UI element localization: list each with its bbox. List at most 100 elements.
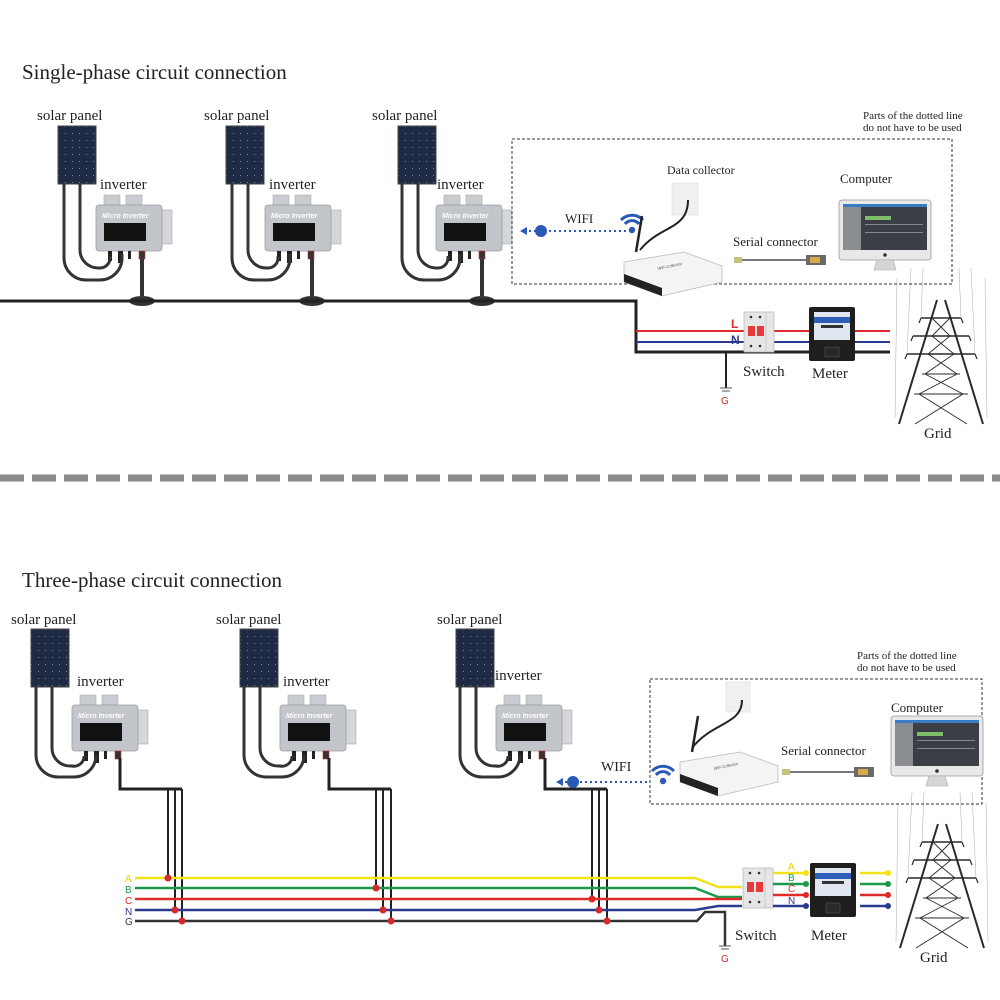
- meter-label: Meter: [811, 928, 847, 944]
- connection-dot: [588, 895, 596, 903]
- power-tower-icon: [894, 267, 988, 425]
- svg-text:Micro Inverter: Micro Inverter: [286, 713, 334, 720]
- inverter-label: inverter: [283, 674, 330, 690]
- solar-panel-label: solar panel: [216, 612, 281, 628]
- switch-label-A: A: [788, 862, 795, 873]
- optional-monitoring-box: [649, 678, 983, 805]
- switch-label-B: B: [788, 873, 795, 884]
- solar-panel-icon: [455, 628, 495, 688]
- bus-label-C: C: [125, 896, 132, 907]
- serial-connector-label: Serial connector: [781, 743, 866, 758]
- bus-label-A: A: [125, 874, 132, 885]
- connection-dot: [372, 884, 380, 892]
- solar-panel-label: solar panel: [37, 108, 102, 124]
- connection-dot: [164, 874, 172, 882]
- dotted-note-line2: do not have to be used: [857, 662, 956, 674]
- single-phase-title: Single-phase circuit connection: [22, 60, 287, 84]
- dotted-note-line2: do not have to be used: [863, 122, 962, 134]
- line-label-N: N: [731, 333, 740, 347]
- wall-socket-icon: [671, 182, 699, 216]
- computer-icon: [890, 715, 984, 787]
- solar-panel-label: solar panel: [437, 612, 502, 628]
- bus-line-B: [135, 886, 742, 899]
- connection-dot: [387, 917, 395, 925]
- grid-label: Grid: [920, 950, 948, 966]
- bus-line-A: [135, 876, 742, 889]
- bus-line-G: [135, 910, 727, 946]
- data-collector-icon: [622, 214, 724, 298]
- switch-breaker-icon: [743, 311, 775, 353]
- micro-inverter-icon: Micro Inverter: [95, 194, 173, 264]
- svg-text:Micro Inverter: Micro Inverter: [502, 713, 550, 720]
- connection-dot: [603, 917, 611, 925]
- solar-panel-icon: [239, 628, 279, 688]
- tp-unit-1: solar panel inverter Micro Inverter: [11, 612, 183, 921]
- svg-text:Micro Inverter: Micro Inverter: [102, 213, 150, 220]
- inverter-label: inverter: [269, 177, 316, 193]
- ground-label: G: [721, 396, 729, 407]
- meter-label: Meter: [812, 366, 848, 382]
- computer-label: Computer: [840, 171, 893, 186]
- inverter-label: inverter: [77, 674, 124, 690]
- wifi-label: WIFI: [565, 211, 593, 226]
- energy-meter-icon: [808, 306, 856, 362]
- computer-label: Computer: [891, 700, 944, 715]
- wall-socket-icon: [725, 681, 751, 713]
- solar-panel-icon: [57, 125, 97, 185]
- sp-unit-1: solar panel inverter Micro Inverter: [37, 108, 173, 306]
- bus-label-B: B: [125, 885, 132, 896]
- inverter-label: inverter: [437, 177, 484, 193]
- wifi-icon: [650, 764, 676, 786]
- sp-unit-2: solar panel inverter Micro Inverter: [204, 108, 342, 306]
- svg-text:Micro Inverter: Micro Inverter: [442, 213, 490, 220]
- solar-panel-label: solar panel: [204, 108, 269, 124]
- inverter-label: inverter: [495, 668, 542, 684]
- ground-wire: [636, 351, 727, 388]
- wifi-node-dot: [535, 225, 547, 237]
- switch-label: Switch: [735, 928, 777, 944]
- power-tower-icon: [895, 791, 989, 949]
- switch-breaker-icon: [742, 867, 774, 909]
- line-label-L: L: [731, 317, 738, 331]
- solar-panel-label: solar panel: [11, 612, 76, 628]
- micro-inverter-icon: Micro Inverter: [264, 194, 342, 264]
- dotted-note-line1: Parts of the dotted line: [863, 110, 963, 122]
- connection-dot: [595, 906, 603, 914]
- solar-panel-icon: [30, 628, 70, 688]
- bus-line-N: [135, 904, 742, 912]
- micro-inverter-icon: Micro Inverter: [71, 694, 149, 764]
- tp-unit-3: solar panel inverter Micro Inverter: [437, 612, 608, 921]
- solar-panel-icon: [397, 125, 437, 185]
- wifi-label: WIFI: [601, 760, 632, 775]
- micro-inverter-icon: Micro Inverter: [435, 194, 513, 264]
- solar-panel-label: solar panel: [372, 108, 437, 124]
- svg-text:Micro Inverter: Micro Inverter: [78, 713, 126, 720]
- connection-dot: [171, 906, 179, 914]
- grid-output-lines: [860, 870, 891, 909]
- wifi-node-dot: [567, 776, 579, 788]
- three-phase-title: Three-phase circuit connection: [22, 568, 283, 592]
- micro-inverter-icon: Micro Inverter: [495, 694, 573, 764]
- ground-label: G: [721, 954, 729, 965]
- optional-monitoring-box: [511, 138, 953, 285]
- bus-connection-dots: [164, 874, 611, 925]
- data-collector-label: Data collector: [667, 163, 735, 177]
- tp-unit-2: solar panel inverter Micro Inverter: [216, 612, 392, 921]
- connection-dot: [178, 917, 186, 925]
- bus-label-N: N: [125, 907, 132, 918]
- solar-panel-icon: [225, 125, 265, 185]
- inverter-label: inverter: [100, 177, 147, 193]
- bus-label-G: G: [125, 917, 133, 928]
- energy-meter-icon: [809, 862, 857, 918]
- dotted-note-line1: Parts of the dotted line: [857, 650, 957, 662]
- switch-label-N: N: [788, 896, 795, 907]
- switch-label: Switch: [743, 364, 785, 380]
- serial-connector-label: Serial connector: [733, 234, 818, 249]
- computer-icon: [838, 199, 932, 271]
- svg-text:Micro Inverter: Micro Inverter: [271, 213, 319, 220]
- sp-unit-3: solar panel inverter Micro Inverter: [372, 108, 513, 306]
- meter-input-dots: [803, 870, 809, 909]
- grid-label: Grid: [924, 426, 952, 442]
- connection-dot: [379, 906, 387, 914]
